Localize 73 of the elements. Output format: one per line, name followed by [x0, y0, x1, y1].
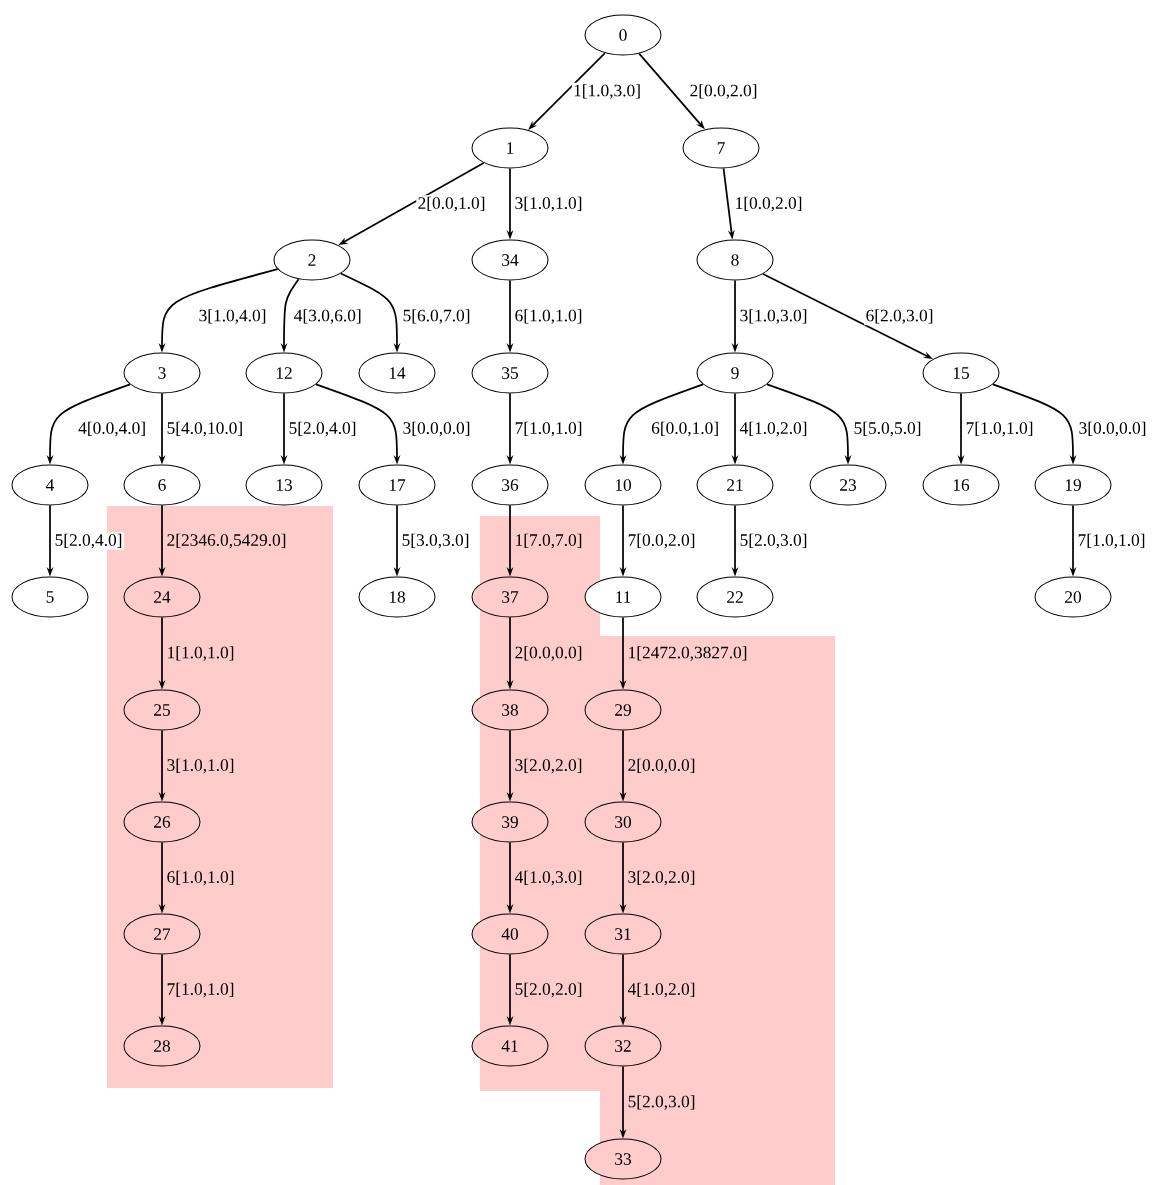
edge-label: 4[1.0,2.0]: [626, 981, 697, 999]
ellipse-node: 6: [123, 464, 201, 506]
ellipse-node: 30: [584, 801, 662, 843]
edge-label: 5[2.0,4.0]: [53, 532, 124, 550]
edge-label: 5[4.0,10.0]: [165, 420, 245, 438]
ellipse-node: 39: [471, 801, 549, 843]
edge-label: 7[1.0,1.0]: [513, 420, 584, 438]
ellipse-node: 35: [471, 352, 549, 394]
ellipse-node: 31: [584, 913, 662, 955]
edge-label: 4[0.0,4.0]: [76, 420, 148, 438]
ellipse-node: 1: [471, 127, 549, 169]
ellipse-node: 36: [471, 464, 549, 506]
ellipse-node: 7: [682, 127, 760, 169]
ellipse-node: 40: [471, 913, 549, 955]
edge-label: 5[2.0,3.0]: [738, 532, 809, 550]
ellipse-node: 23: [809, 464, 887, 506]
edge-label: 7[1.0,1.0]: [1076, 532, 1147, 550]
edge-label: 7[0.0,2.0]: [626, 532, 697, 550]
ellipse-node: 33: [584, 1138, 662, 1180]
ellipse-node: 0: [584, 14, 662, 56]
ellipse-node: 9: [696, 352, 774, 394]
ellipse-node: 12: [245, 352, 323, 394]
edge-label: 2[0.0,0.0]: [626, 757, 697, 775]
ellipse-node: 21: [696, 464, 774, 506]
ellipse-node: 19: [1034, 464, 1112, 506]
edge-label: 7[1.0,1.0]: [165, 981, 236, 999]
ellipse-node: 14: [358, 352, 436, 394]
edge-label: 3[2.0,2.0]: [626, 869, 697, 887]
edge-label: 3[0.0,0.0]: [401, 420, 472, 438]
ellipse-node: 37: [471, 576, 549, 618]
edge-label: 6[1.0,1.0]: [165, 869, 236, 887]
ellipse-node: 20: [1034, 576, 1112, 618]
edge-label: 4[1.0,2.0]: [738, 420, 809, 438]
edge-label: 1[0.0,2.0]: [733, 195, 804, 213]
edge-label: 7[1.0,1.0]: [964, 420, 1035, 438]
ellipse-node: 18: [358, 576, 436, 618]
ellipse-node: 15: [922, 352, 1000, 394]
ellipse-node: 34: [471, 239, 549, 281]
ellipse-node: 25: [123, 689, 201, 731]
ellipse-node: 29: [584, 689, 662, 731]
edge-label: 5[2.0,2.0]: [513, 981, 584, 999]
ellipse-node: 27: [123, 913, 201, 955]
edge-label: 5[3.0,3.0]: [400, 532, 471, 550]
edge-label: 3[0.0,0.0]: [1077, 420, 1148, 438]
edge-label: 3[1.0,1.0]: [513, 195, 584, 213]
edge-label: 6[0.0,1.0]: [649, 420, 721, 438]
ellipse-node: 24: [123, 576, 201, 618]
ellipse-node: 22: [696, 576, 774, 618]
ellipse-node: 4: [11, 464, 89, 506]
edge-label: 3[2.0,2.0]: [513, 757, 584, 775]
edge-label: 3[1.0,1.0]: [165, 757, 236, 775]
node-label: 33: [615, 1153, 631, 1165]
ellipse-node: 3: [123, 352, 201, 394]
ellipse-node: 5: [11, 576, 89, 618]
edge-label: 2[2346.0,5429.0]: [165, 532, 288, 550]
ellipse-node: 41: [471, 1025, 549, 1067]
edge-label: 5[2.0,4.0]: [287, 420, 358, 438]
ellipse-node: 10: [584, 464, 662, 506]
ellipse-node: 32: [584, 1025, 662, 1067]
edge-label: 5[5.0,5.0]: [852, 420, 923, 438]
ellipse-node: 8: [696, 239, 774, 281]
ellipse-node: 38: [471, 689, 549, 731]
ellipse-node: 11: [584, 576, 662, 618]
arrow: [528, 52, 606, 130]
ellipse-node: 2: [273, 239, 351, 281]
edge-label: 2[0.0,1.0]: [416, 195, 487, 213]
ellipse-node: 26: [123, 801, 201, 843]
ellipse-node: 28: [123, 1025, 201, 1067]
ellipse-node: 16: [922, 464, 1000, 506]
ellipse-node: 17: [358, 464, 436, 506]
edge-label: 1[7.0,7.0]: [513, 532, 584, 550]
edge-label: 4[1.0,3.0]: [513, 869, 584, 887]
ellipse-node: 13: [245, 464, 323, 506]
